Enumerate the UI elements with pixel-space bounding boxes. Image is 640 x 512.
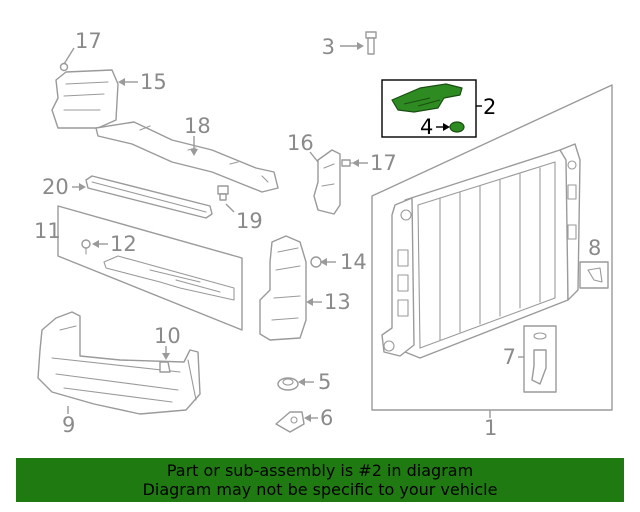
part-18-upper-tie-bar[interactable] <box>95 121 279 193</box>
part-20-seal-bar[interactable] <box>72 175 213 219</box>
callout-4: 4 <box>420 115 433 139</box>
callout-10: 10 <box>154 324 181 348</box>
part-12-push-pin[interactable] <box>81 239 108 255</box>
part-3-bolt[interactable] <box>340 31 377 55</box>
callout-7: 7 <box>503 345 516 369</box>
callout-14: 14 <box>340 250 367 274</box>
part-16-side-seal[interactable] <box>309 149 341 215</box>
part-19-clip[interactable] <box>217 185 235 213</box>
callout-3: 3 <box>322 35 335 59</box>
banner-line-disclaimer: Diagram may not be specific to your vehi… <box>142 480 498 499</box>
part-10-clip[interactable] <box>159 346 171 373</box>
part-8-clip[interactable] <box>579 261 609 289</box>
part-6-insulator[interactable] <box>275 411 318 433</box>
callout-20: 20 <box>42 175 69 199</box>
callout-1: 1 <box>484 416 497 440</box>
callout-15: 15 <box>140 70 167 94</box>
callout-17-top-left: 17 <box>75 29 102 53</box>
part-14-nut[interactable] <box>310 256 336 268</box>
callout-12: 12 <box>110 232 137 256</box>
callout-18: 18 <box>184 114 211 138</box>
callout-9: 9 <box>62 413 75 437</box>
part-13-side-baffle[interactable] <box>259 235 322 341</box>
part-5-grommet[interactable] <box>277 377 314 391</box>
callout-8: 8 <box>588 236 601 260</box>
callout-6: 6 <box>320 406 333 430</box>
part-15-air-deflector[interactable] <box>51 47 138 129</box>
callout-19: 19 <box>236 209 263 233</box>
part-info-banner: Part or sub-assembly is #2 in diagram Di… <box>16 458 624 502</box>
callout-11: 11 <box>34 219 61 243</box>
part-17-clip-right[interactable] <box>341 159 368 167</box>
part-9-lower-shield[interactable] <box>37 311 201 415</box>
part-11-lower-panel[interactable] <box>57 205 243 331</box>
callout-16: 16 <box>287 131 314 155</box>
callout-2: 2 <box>483 95 496 119</box>
part-2-air-baffle-highlighted[interactable] <box>381 79 482 138</box>
exploded-parts-diagram: 1 2 3 4 5 6 7 8 9 10 11 12 13 14 15 16 1… <box>34 29 613 440</box>
callout-13: 13 <box>324 290 351 314</box>
part-7-fitting[interactable] <box>518 325 557 393</box>
callout-17-right: 17 <box>370 151 397 175</box>
callout-5: 5 <box>318 370 331 394</box>
banner-line-part-number: Part or sub-assembly is #2 in diagram <box>166 461 474 480</box>
